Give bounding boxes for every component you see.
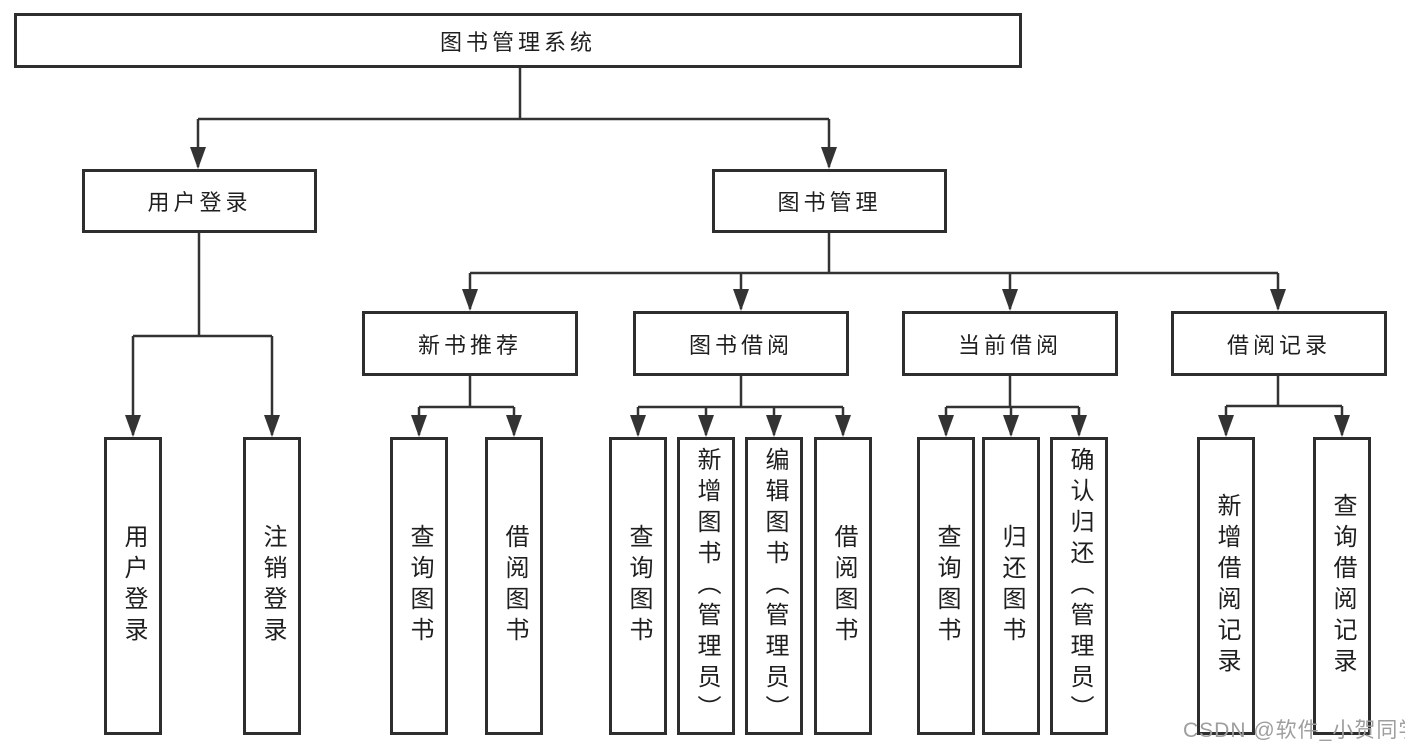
- node-current-borrowing: 当前借阅: [902, 311, 1118, 376]
- leaf-borrow-books: 借阅图书: [814, 437, 872, 735]
- leaf-user-login: 用户登录: [104, 437, 162, 735]
- leaf-add-borrow-record: 新增借阅记录: [1197, 437, 1255, 735]
- leaf-edit-books-admin: 编辑图书（管理员）: [745, 437, 803, 735]
- arrow-to-br-query: [1334, 415, 1350, 437]
- arrow-to-bb-edit: [766, 415, 782, 437]
- arrowheads: [125, 147, 1350, 437]
- arrow-to-logout: [264, 415, 280, 437]
- connector-book-borrow-branch: [636, 376, 845, 435]
- leaf-query-borrow-record: 查询借阅记录: [1313, 437, 1371, 735]
- node-borrowing-records: 借阅记录: [1171, 311, 1387, 376]
- leaf-logout: 注销登录: [243, 437, 301, 735]
- arrow-to-bb-add: [698, 415, 714, 437]
- connector-borrow-record-branch: [1224, 376, 1344, 435]
- arrow-to-user-login-leaf: [125, 415, 141, 437]
- node-book-management: 图书管理: [712, 169, 947, 233]
- leaf-query-books-recommend: 查询图书: [390, 437, 448, 735]
- arrow-to-cb-return: [1003, 415, 1019, 437]
- arrow-to-user-login: [190, 147, 206, 169]
- node-library-management-system: 图书管理系统: [14, 13, 1022, 68]
- arrow-to-nb-query: [411, 415, 427, 437]
- arrow-to-cb-confirm: [1071, 415, 1087, 437]
- arrow-to-book-borrow: [733, 289, 749, 311]
- connector-user-login-branch: [131, 233, 274, 435]
- arrow-to-br-add: [1218, 415, 1234, 437]
- arrow-to-bb-query: [630, 415, 646, 437]
- leaf-query-books-current: 查询图书: [917, 437, 975, 735]
- node-user-login: 用户登录: [82, 169, 317, 233]
- connector-root-trunk: [196, 68, 831, 167]
- csdn-watermark: CSDN @软件_小贺同学: [1183, 719, 1405, 742]
- leaf-confirm-return-admin: 确认归还（管理员）: [1050, 437, 1108, 735]
- arrow-to-bb-borrow: [835, 415, 851, 437]
- leaf-query-books-borrow: 查询图书: [609, 437, 667, 735]
- node-new-book-recommendation: 新书推荐: [362, 311, 578, 376]
- connector-new-book-branch: [417, 376, 516, 435]
- node-book-borrowing: 图书借阅: [633, 311, 849, 376]
- arrow-to-nb-borrow: [506, 415, 522, 437]
- leaf-add-books-admin: 新增图书（管理员）: [677, 437, 735, 735]
- arrow-to-current-borrow: [1002, 289, 1018, 311]
- leaf-borrow-books-recommend: 借阅图书: [485, 437, 543, 735]
- arrow-to-book-mgmt: [821, 147, 837, 169]
- connector-book-mgmt-branch: [468, 233, 1280, 309]
- arrow-to-new-book: [462, 289, 478, 311]
- leaf-return-books: 归还图书: [982, 437, 1040, 735]
- arrow-to-borrow-record: [1270, 289, 1286, 311]
- arrow-to-cb-query: [938, 415, 954, 437]
